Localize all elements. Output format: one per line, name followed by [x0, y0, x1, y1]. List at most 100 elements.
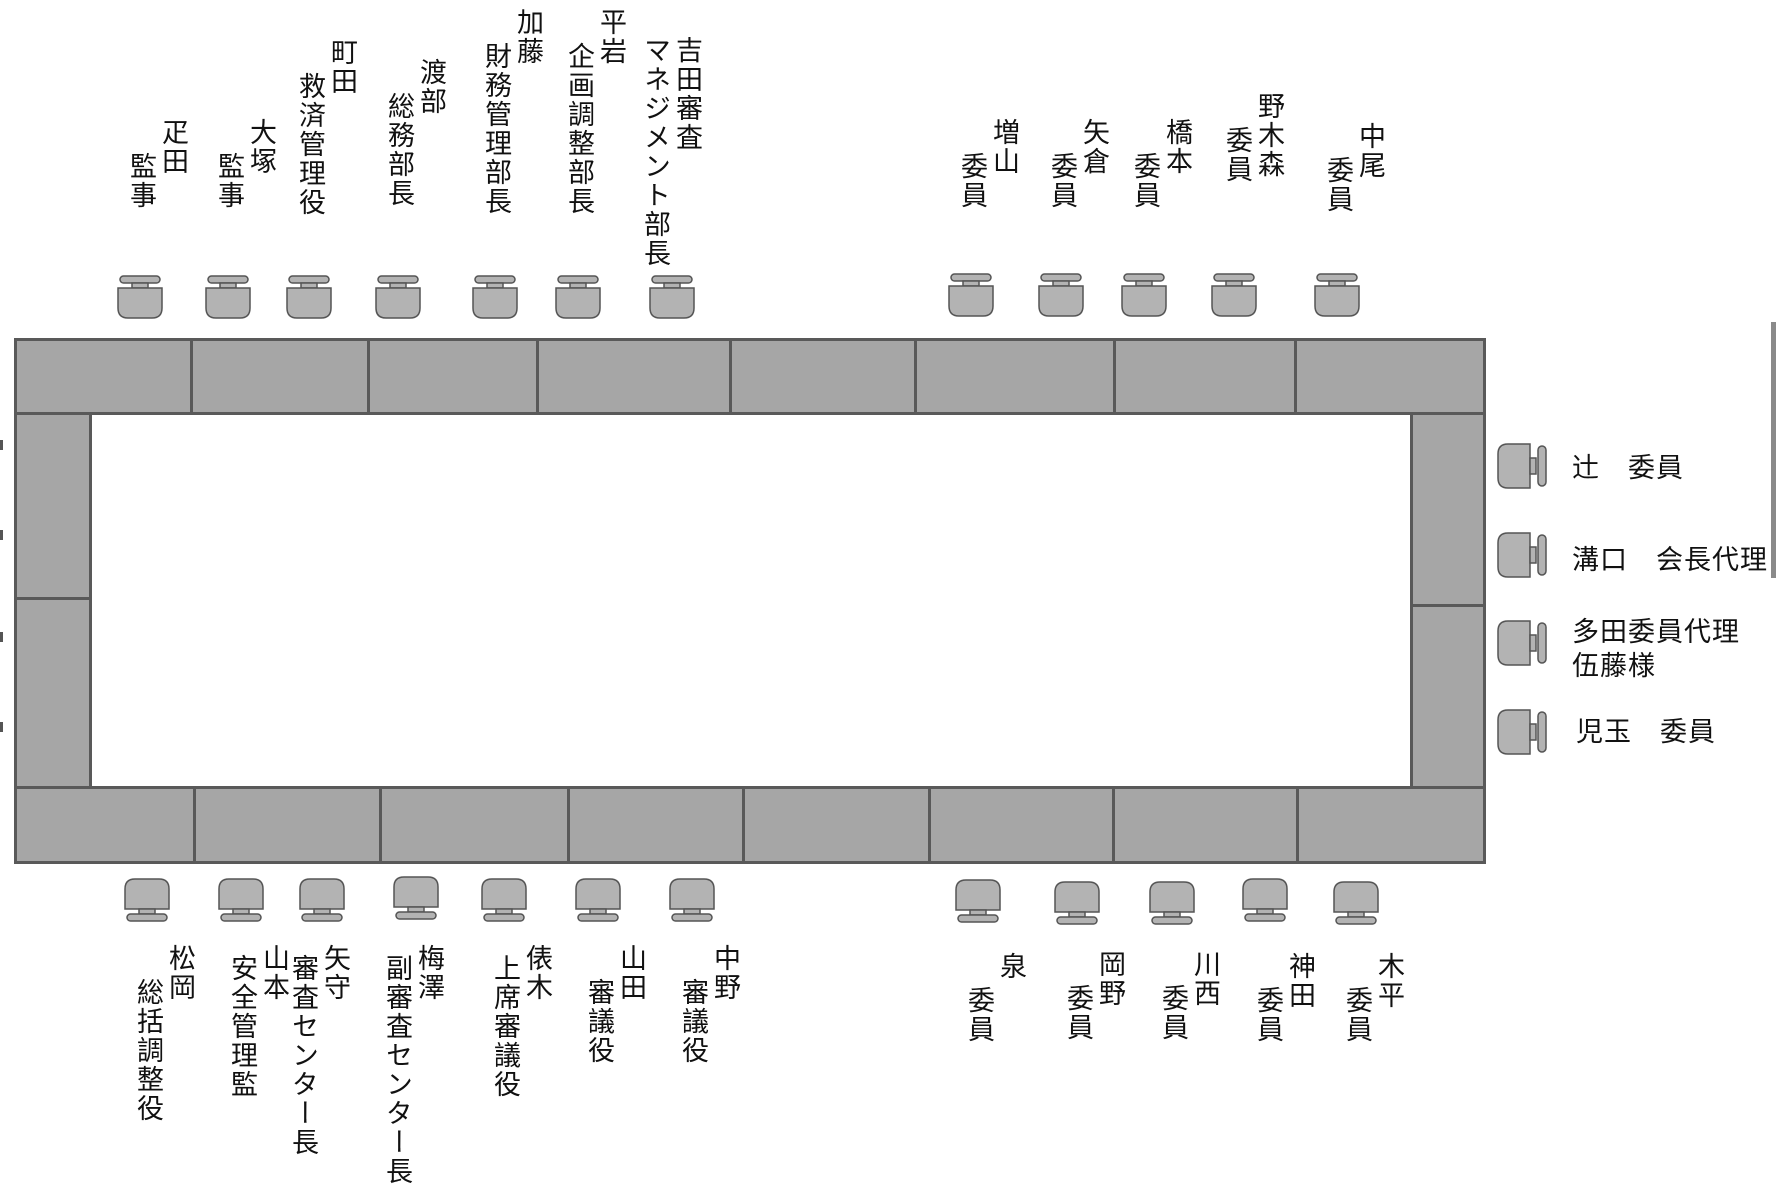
seat-label: 野木森委員	[1220, 92, 1284, 184]
chair-icon	[948, 273, 994, 317]
seat-label: 中尾委員	[1321, 122, 1385, 214]
seat-name: 梅澤	[413, 944, 444, 1002]
table-segment	[190, 338, 370, 415]
seat-name: 松岡	[164, 944, 195, 1002]
chair-icon	[1497, 620, 1547, 666]
seat-title: 安全管理監	[226, 954, 257, 1099]
seat-title: 委員	[1157, 984, 1188, 1042]
chair-icon	[955, 879, 1001, 923]
chair-icon	[1038, 273, 1084, 317]
edge-marker	[0, 440, 3, 450]
table-segment	[1113, 338, 1297, 415]
seat-label: 川西委員	[1156, 950, 1220, 1042]
chair-icon	[393, 876, 439, 920]
seat-title: 審議役	[583, 978, 614, 1065]
chair-icon	[1149, 881, 1195, 925]
seat-name: 泉	[995, 952, 1026, 981]
seat-name: 中野	[709, 944, 740, 1002]
chair-icon	[286, 275, 332, 319]
seat-name: 吉田審査	[671, 36, 702, 152]
seat-name: 町田	[326, 38, 357, 96]
seat-label: 疋田監事	[124, 118, 188, 210]
seat-label: 渡部総務部長	[382, 58, 446, 208]
table-segment	[1296, 786, 1486, 864]
chair-icon	[218, 878, 264, 922]
table-center-space	[89, 412, 1413, 789]
seat-title: 副審査センター長	[381, 954, 412, 1186]
seat-title: 企画調整部長	[563, 42, 594, 216]
chair-icon	[575, 878, 621, 922]
seat-title: 委員	[1221, 126, 1252, 184]
chair-icon	[669, 878, 715, 922]
seat-label: 平岩企画調整部長	[562, 8, 626, 216]
seat-title: マネジメント部長	[639, 36, 670, 268]
seat-label: 吉田審査マネジメント部長	[638, 36, 702, 268]
table-segment	[1112, 786, 1299, 864]
edge-marker	[0, 722, 3, 732]
seat-label: 児玉 委員	[1576, 717, 1716, 748]
table-segment	[536, 338, 732, 415]
seat-label: 梅澤副審査センター長	[380, 944, 444, 1186]
seat-title: 監事	[125, 152, 156, 210]
table-segment	[928, 786, 1115, 864]
seat-name: 加藤	[512, 8, 543, 66]
seat-title: 審査センター長	[287, 954, 318, 1157]
seat-label: 木平委員	[1340, 952, 1404, 1044]
seat-label: 神田委員	[1251, 952, 1315, 1044]
seat-title: 監事	[213, 152, 244, 210]
chair-icon	[1211, 273, 1257, 317]
chair-icon	[472, 275, 518, 319]
chair-icon	[1242, 878, 1288, 922]
chair-icon	[1497, 532, 1547, 578]
chair-icon	[1497, 443, 1547, 489]
seat-label: 泉委員	[962, 952, 1026, 1044]
seat-label: 大塚監事	[212, 118, 276, 210]
table-segment	[914, 338, 1116, 415]
seat-title: 委員	[956, 152, 987, 210]
seat-label: 俵木上席審議役	[488, 944, 552, 1099]
seat-name: 渡部	[415, 58, 446, 116]
chair-icon	[205, 275, 251, 319]
chair-icon	[124, 878, 170, 922]
seat-name: 神田	[1284, 952, 1315, 1010]
table-segment	[1410, 412, 1486, 608]
chair-icon	[299, 878, 345, 922]
seat-label: 松岡総括調整役	[131, 944, 195, 1123]
seat-name: 疋田	[157, 118, 188, 176]
table-segment	[379, 786, 570, 864]
seat-label: 多田委員代理 伍藤様	[1572, 617, 1740, 682]
table-segment	[14, 597, 92, 790]
chair-icon	[649, 275, 695, 319]
chair-icon	[375, 275, 421, 319]
seat-title: 委員	[1129, 152, 1160, 210]
seat-title: 委員	[963, 986, 994, 1044]
seat-label: 中野審議役	[676, 944, 740, 1065]
seat-title: 上席審議役	[489, 954, 520, 1099]
seat-name: 平岩	[595, 8, 626, 66]
seat-title: 委員	[1341, 986, 1372, 1044]
table-segment	[14, 786, 196, 864]
chair-icon	[1121, 273, 1167, 317]
table-segment	[742, 786, 931, 864]
seat-label: 辻 委員	[1572, 453, 1684, 484]
edge-marker	[0, 632, 3, 642]
table-segment	[729, 338, 917, 415]
seat-label: 山田審議役	[582, 944, 646, 1065]
seat-title: 総務部長	[383, 92, 414, 208]
table-segment	[567, 786, 745, 864]
seat-label: 増山委員	[955, 118, 1019, 210]
edge-marker	[0, 530, 3, 540]
seat-label: 山本安全管理監	[225, 944, 289, 1099]
seat-title: 委員	[1322, 156, 1353, 214]
seat-name: 増山	[988, 118, 1019, 176]
seat-title: 委員	[1062, 984, 1093, 1042]
table-segment	[14, 338, 193, 415]
seat-label: 町田救済管理役	[293, 38, 357, 217]
seat-name: 大塚	[245, 118, 276, 176]
chair-icon	[1333, 881, 1379, 925]
seat-name: 山本	[258, 944, 289, 1002]
seat-label: 矢倉委員	[1045, 118, 1109, 210]
seat-name: 山田	[615, 944, 646, 1002]
chair-icon	[481, 878, 527, 922]
seat-title: 総括調整役	[132, 978, 163, 1123]
